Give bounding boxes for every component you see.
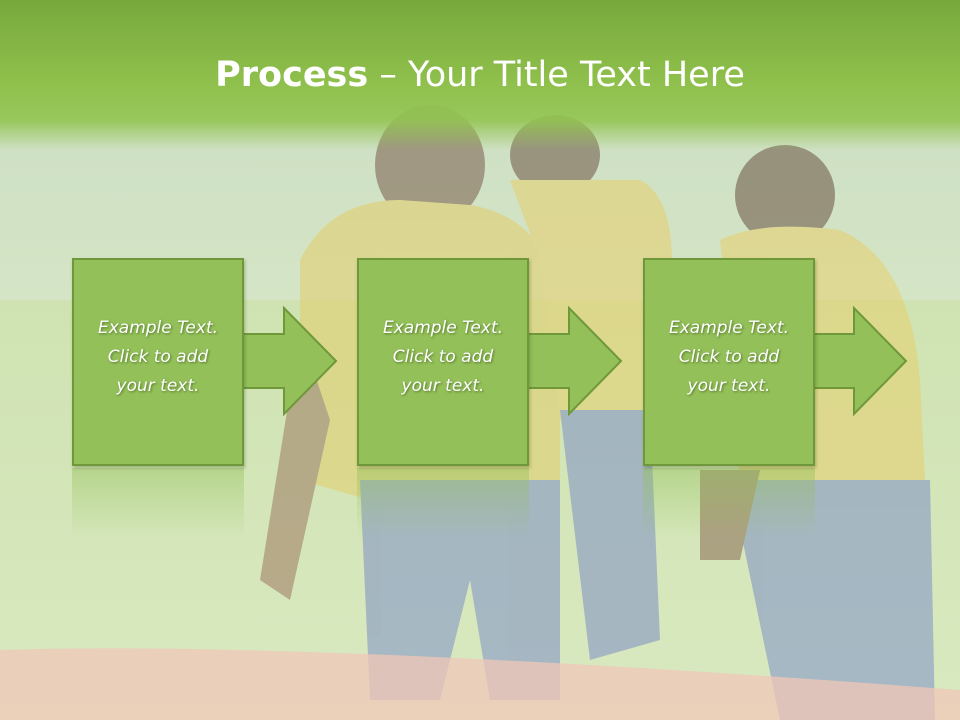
step-2-reflection — [357, 468, 529, 538]
step-2-box[interactable]: Example Text. Click to add your text. — [357, 258, 529, 466]
step-1-text: Example Text. Click to add your text. — [97, 317, 219, 396]
step-3-reflection — [643, 468, 815, 538]
title-band — [0, 0, 960, 150]
slide-title[interactable]: Process – Your Title Text Here — [0, 52, 960, 98]
title-rest: – Your Title Text Here — [368, 55, 745, 95]
step-2-text: Example Text. Click to add your text. — [382, 317, 504, 396]
step-1-reflection — [72, 468, 244, 538]
step-3-text: Example Text. Click to add your text. — [668, 317, 790, 396]
arrow-right-icon — [242, 306, 338, 416]
step-3-box[interactable]: Example Text. Click to add your text. — [643, 258, 815, 466]
step-1-box[interactable]: Example Text. Click to add your text. — [72, 258, 244, 466]
arrow-right-icon — [812, 306, 908, 416]
title-bold: Process — [215, 55, 369, 95]
arrow-right-icon — [527, 306, 623, 416]
